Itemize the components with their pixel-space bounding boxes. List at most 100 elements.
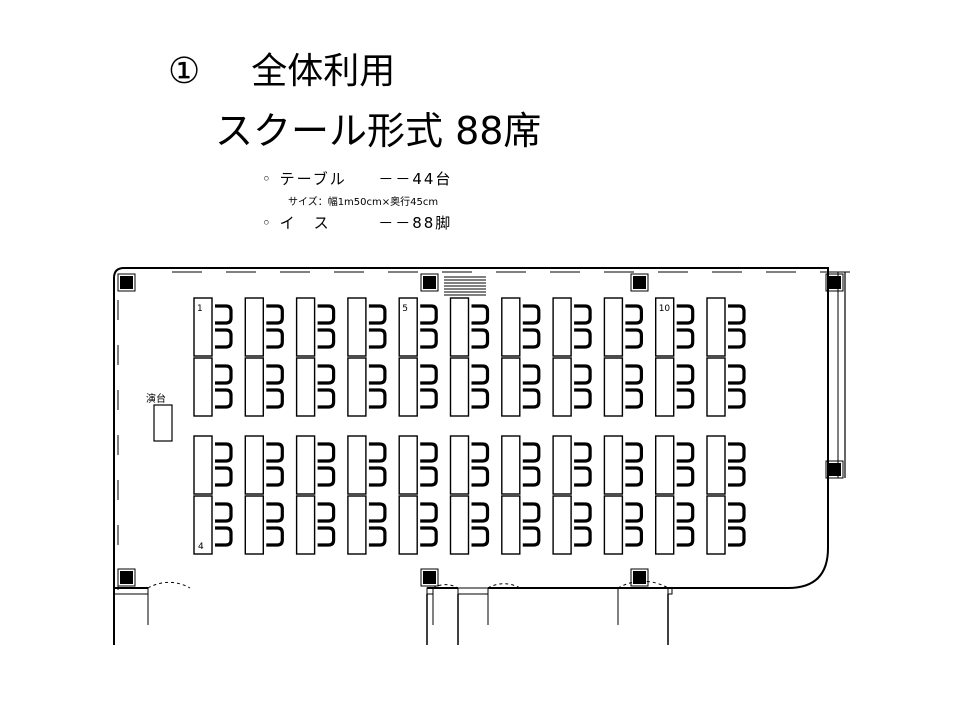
table bbox=[706, 435, 726, 495]
table bbox=[295, 495, 316, 555]
chair bbox=[728, 388, 746, 409]
podium-label: 演台 bbox=[146, 392, 166, 405]
table bbox=[552, 357, 572, 417]
chair bbox=[728, 304, 746, 325]
table bbox=[244, 435, 265, 495]
chair bbox=[266, 304, 284, 325]
title-name: 全体利用 bbox=[251, 51, 396, 92]
table bbox=[295, 435, 316, 495]
chair bbox=[471, 364, 490, 385]
chair bbox=[625, 442, 643, 463]
chair bbox=[215, 442, 233, 463]
right-wall bbox=[488, 275, 829, 589]
spec-tables: ◦ テーブル －－44台 bbox=[262, 168, 452, 189]
chair bbox=[471, 328, 490, 349]
chair bbox=[368, 466, 387, 487]
chair bbox=[266, 466, 284, 487]
chair bbox=[471, 304, 490, 325]
pillar-frame bbox=[630, 568, 649, 587]
bullet-icon: ◦ bbox=[262, 170, 273, 188]
table-label: テーブル bbox=[279, 170, 347, 188]
chair bbox=[574, 328, 592, 349]
chair bbox=[266, 388, 284, 409]
table bbox=[501, 357, 521, 417]
table bbox=[501, 495, 521, 555]
chair bbox=[215, 304, 233, 325]
chair-label: イ ス bbox=[279, 214, 331, 232]
table bbox=[706, 357, 726, 417]
chair bbox=[676, 364, 695, 385]
table bbox=[706, 297, 726, 357]
table bbox=[244, 297, 265, 357]
chair bbox=[522, 328, 541, 349]
chair bbox=[728, 526, 746, 547]
spec-chairs: ◦ イ ス －－88脚 bbox=[262, 212, 452, 233]
chair bbox=[728, 442, 746, 463]
chair bbox=[676, 466, 695, 487]
chair bbox=[676, 388, 695, 409]
table bbox=[449, 435, 470, 495]
title-line-2: スクール形式 88席 bbox=[215, 109, 542, 153]
chair bbox=[266, 526, 284, 547]
chair bbox=[728, 364, 746, 385]
chair bbox=[676, 328, 695, 349]
table bbox=[706, 495, 726, 555]
chair bbox=[676, 502, 695, 523]
chair bbox=[574, 304, 592, 325]
chair bbox=[368, 502, 387, 523]
table bbox=[655, 495, 675, 555]
table bbox=[655, 297, 675, 357]
chair bbox=[215, 364, 233, 385]
chair bbox=[420, 328, 438, 349]
chair bbox=[368, 304, 387, 325]
pillar-frame bbox=[420, 273, 439, 292]
chair bbox=[215, 328, 233, 349]
table bbox=[398, 435, 418, 495]
table bbox=[193, 435, 213, 495]
chair bbox=[317, 502, 336, 523]
table bbox=[398, 357, 418, 417]
pillar-frame bbox=[630, 273, 649, 292]
table-size: サイズ：幅1m50cm×奥行45cm bbox=[288, 197, 439, 208]
chair bbox=[420, 466, 438, 487]
chair bbox=[625, 388, 643, 409]
chair bbox=[471, 466, 490, 487]
chair bbox=[317, 526, 336, 547]
chair bbox=[420, 442, 438, 463]
chair bbox=[420, 502, 438, 523]
chair bbox=[625, 466, 643, 487]
chair bbox=[676, 304, 695, 325]
chair bbox=[574, 466, 592, 487]
table bbox=[398, 297, 418, 357]
table bbox=[552, 435, 572, 495]
pillar-frame bbox=[825, 460, 844, 479]
pillar bbox=[423, 571, 436, 584]
table-number-label: 5 bbox=[402, 304, 408, 314]
table bbox=[295, 297, 316, 357]
table bbox=[244, 495, 265, 555]
table bbox=[347, 357, 367, 417]
pillar-frame bbox=[420, 568, 439, 587]
chair bbox=[522, 388, 541, 409]
chair bbox=[317, 364, 336, 385]
pillar bbox=[633, 571, 646, 584]
chair bbox=[368, 388, 387, 409]
chair bbox=[574, 502, 592, 523]
table-number-label: 4 bbox=[198, 542, 204, 552]
chair bbox=[420, 526, 438, 547]
chair bbox=[522, 304, 541, 325]
table bbox=[193, 297, 213, 357]
top-wall bbox=[113, 267, 829, 645]
table bbox=[501, 435, 521, 495]
door-swing bbox=[617, 580, 669, 589]
table bbox=[655, 357, 675, 417]
table bbox=[552, 495, 572, 555]
pillar bbox=[633, 276, 646, 289]
title-line-1: ① 全体利用 bbox=[168, 42, 395, 94]
table-number-label: 1 bbox=[197, 304, 203, 314]
pillar bbox=[828, 276, 841, 289]
chair bbox=[471, 442, 490, 463]
chair bbox=[368, 526, 387, 547]
table-grid bbox=[193, 297, 746, 555]
